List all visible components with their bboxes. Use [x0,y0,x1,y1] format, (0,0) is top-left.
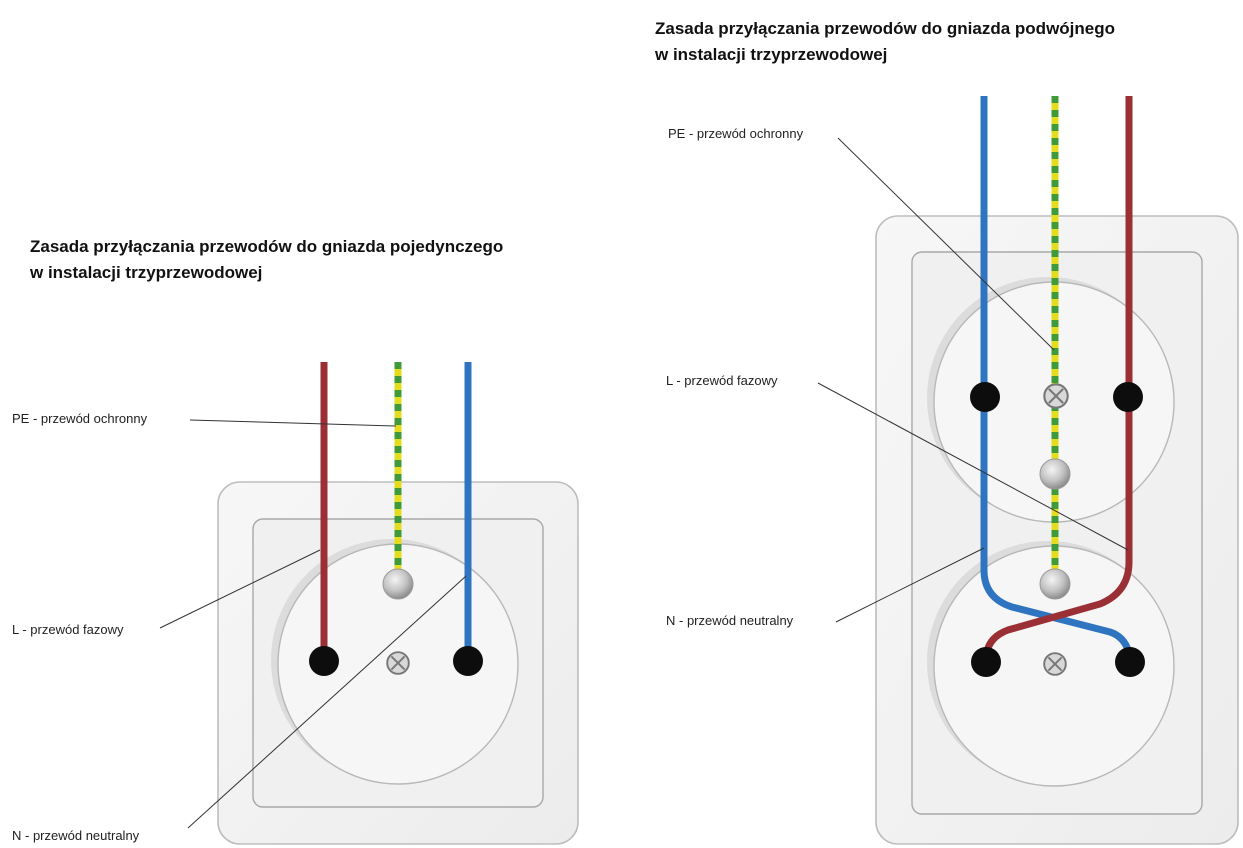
double-pe-label: PE - przewód ochronny [668,126,804,141]
double-socket-title-line2: w instalacji trzyprzewodowej [655,45,888,64]
single-socket-title-line1: Zasada przyłączania przewodów do gniazda… [30,237,504,256]
double-pe-leader [837,137,1055,351]
double-phase-wire [982,96,1133,661]
single-l-label: L - przewód fazowy [12,622,124,637]
double-upper-neutral-terminal [970,382,1000,412]
double-upper-protective-pin [1039,458,1071,490]
single-neutral-terminal [453,646,483,676]
single-socket [159,362,579,845]
single-socket-title: Zasada przyłączania przewodów do gniazda… [30,234,503,286]
double-n-leader [835,547,985,623]
single-pe-leader [189,419,397,427]
double-socket-title: Zasada przyłączania przewodów do gniazda… [655,16,1115,68]
double-n-label: N - przewód neutralny [666,613,794,628]
single-l-leader [159,549,321,629]
double-lower-neutral-terminal [1115,647,1145,677]
double-neutral-wire [980,96,1134,661]
double-lower-protective-pin [1039,568,1071,600]
double-lower-phase-terminal [971,647,1001,677]
single-n-label: N - przewód neutralny [12,828,140,843]
single-n-leader [187,575,467,829]
double-upper-screw-icon [1043,383,1069,409]
double-upper-phase-terminal [1113,382,1143,412]
single-phase-terminal [309,646,339,676]
single-screw-icon [386,651,410,675]
single-protective-pin [382,568,414,600]
double-socket-title-line1: Zasada przyłączania przewodów do gniazda… [655,19,1116,38]
double-l-label: L - przewód fazowy [666,373,778,388]
double-socket [817,96,1239,845]
double-l-leader [817,382,1129,551]
single-socket-title-line2: w instalacji trzyprzewodowej [30,263,263,282]
single-pe-label: PE - przewód ochronny [12,411,148,426]
double-lower-screw-icon [1043,652,1067,676]
